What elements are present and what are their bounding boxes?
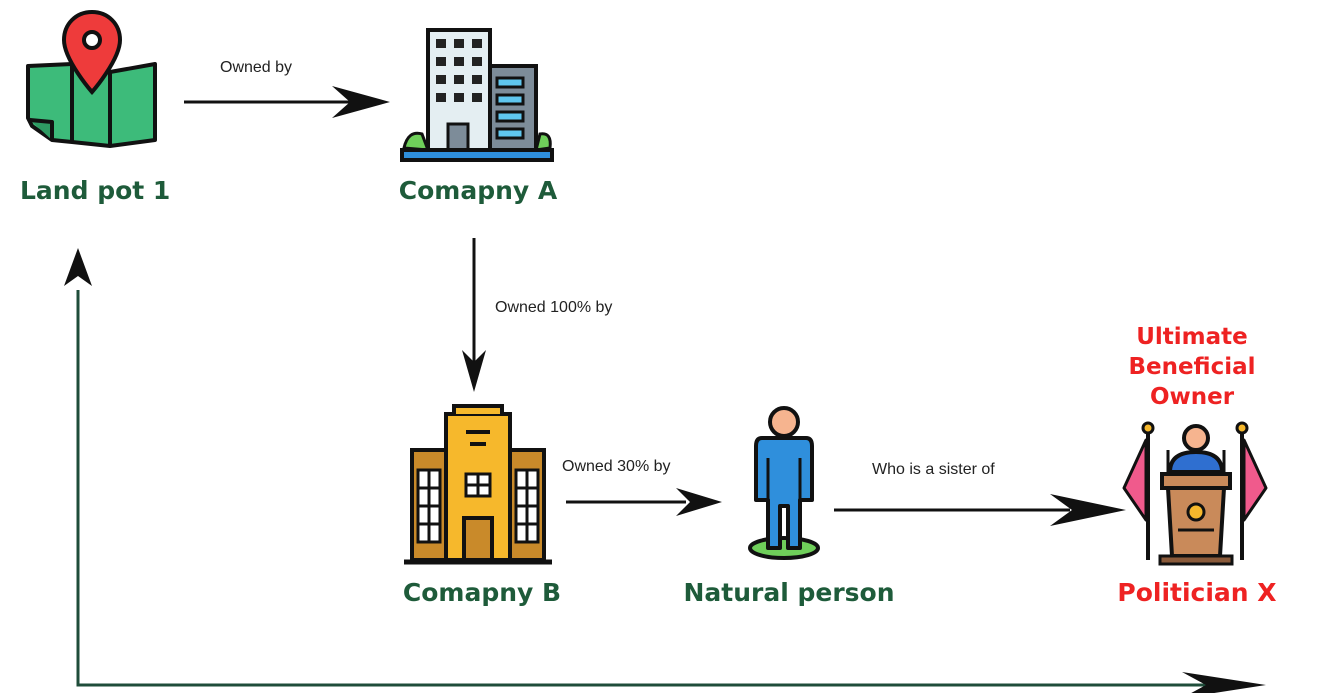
edge-label-owned-by: Owned by [220,59,293,76]
company-b-label: Comapny B [402,578,562,607]
arrow-owned-100 [462,238,486,392]
ubo-label-line2: Owner [1149,384,1235,410]
ubo-label-line1: Ultimate Beneficial [1128,324,1256,380]
ubo-label: Ultimate Beneficial Owner [1072,322,1312,412]
office-building-icon [400,28,554,162]
arrow-loop-back [64,248,1266,693]
arrow-owned-30 [566,488,722,516]
land-plot-label: Land pot 1 [20,176,171,205]
apartment-building-icon [404,404,552,565]
arrow-owned-by [184,86,390,118]
edge-label-owned-100: Owned 100% by [495,299,613,316]
person-icon [748,406,820,560]
natural-person-label: Natural person [683,578,895,607]
politician-podium-icon [1122,421,1268,566]
edge-label-sister-of: Who is a sister of [872,461,995,478]
arrow-sister-of [834,494,1126,526]
edge-label-owned-30: Owned 30% by [562,458,671,475]
company-a-label: Comapny A [398,176,558,205]
map-pin-icon [26,9,157,148]
politician-label: Politician X [1117,578,1277,607]
